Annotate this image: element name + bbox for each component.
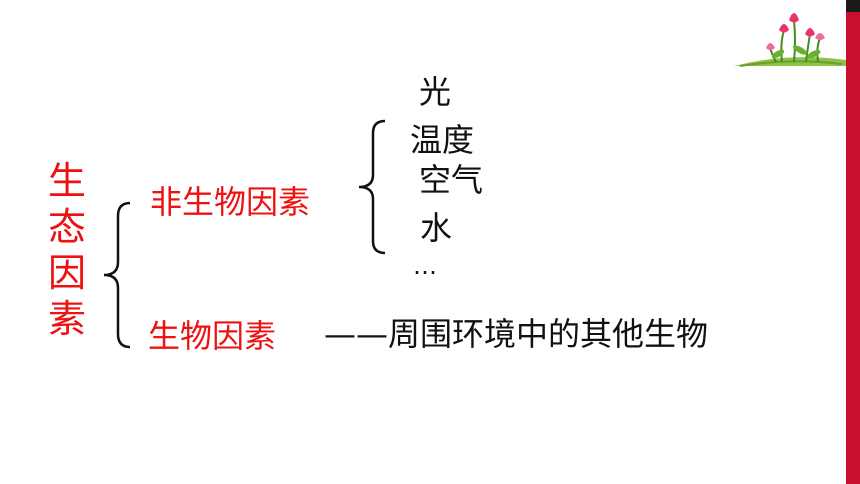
abiotic-factors-label: 非生物因素: [150, 183, 311, 221]
right-accent-bar-cap: [846, 0, 860, 12]
title-char: 生: [47, 159, 86, 203]
factor-ellipsis: …: [413, 252, 437, 280]
main-left-brace-icon: [103, 201, 131, 349]
ecological-factors-title: 生 态 因 素: [44, 158, 90, 342]
biotic-factors-label: 生物因素: [148, 317, 277, 355]
factor-light: 光: [419, 73, 452, 111]
factor-water: 水: [420, 209, 453, 247]
title-char: 素: [47, 297, 86, 341]
title-char: 因: [47, 251, 86, 295]
factor-air: 空气: [419, 161, 484, 199]
factor-temperature: 温度: [410, 121, 475, 159]
biotic-factors-description: ——周围环境中的其他生物: [324, 315, 709, 353]
right-accent-bar: [846, 0, 860, 484]
tulip-flowers-logo: [734, 13, 846, 67]
title-char: 态: [47, 205, 86, 249]
abiotic-left-brace-icon: [358, 119, 386, 255]
